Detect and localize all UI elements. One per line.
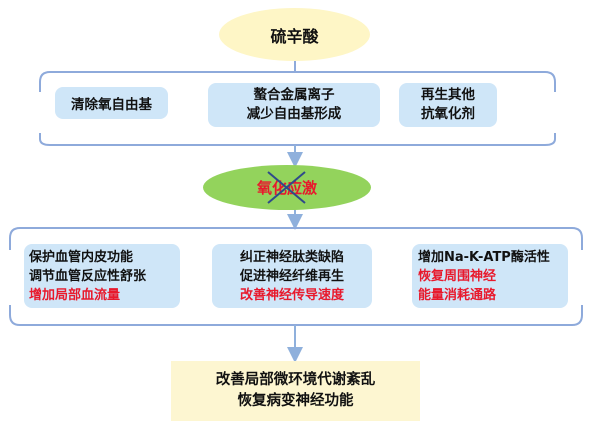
mechanism-box-1: 清除氧自由基 <box>55 87 168 119</box>
result-box: 改善局部微环境代谢紊乱 恢复病变神经功能 <box>171 361 420 421</box>
effect-box-2: 纠正神经肽类缺陷 促进神经纤维再生 改善神经传导速度 <box>212 244 372 308</box>
result-line-2: 恢复病变神经功能 <box>237 393 354 409</box>
effect-1-line-2: 调节血管反应性舒张 <box>29 268 147 284</box>
effect-1-highlight: 增加局部血流量 <box>29 287 121 303</box>
effect-box-1: 保护血管内皮功能 调节血管反应性舒张 增加局部血流量 <box>24 244 180 308</box>
lipoic-acid-node: 硫辛酸 <box>219 8 370 61</box>
mechanism-2-line-1: 螯合金属离子 <box>253 87 335 103</box>
effect-1-line-1: 保护血管内皮功能 <box>29 249 134 265</box>
effect-box-3: 增加Na-K-ATP酶活性 恢复周围神经 能量消耗通路 <box>412 244 568 308</box>
effect-2-highlight: 改善神经传导速度 <box>239 287 344 303</box>
effect-2-line-2: 促进神经纤维再生 <box>239 268 344 284</box>
mechanism-box-3: 再生其他 抗氧化剂 <box>399 83 497 127</box>
mechanism-2-line-2: 减少自由基形成 <box>246 106 342 122</box>
mechanism-1-line-1: 清除氧自由基 <box>71 97 152 113</box>
mechanism-box-2: 螯合金属离子 减少自由基形成 <box>208 83 380 127</box>
result-line-1: 改善局部微环境代谢紊乱 <box>215 372 376 388</box>
mechanism-3-line-1: 再生其他 <box>421 87 475 103</box>
effect-3-highlight-2: 能量消耗通路 <box>418 287 497 303</box>
effect-2-line-1: 纠正神经肽类缺陷 <box>239 249 344 265</box>
effect-3-highlight-1: 恢复周围神经 <box>418 268 497 284</box>
effect-3-line-1: 增加Na-K-ATP酶活性 <box>418 249 550 265</box>
lipoic-acid-label: 硫辛酸 <box>270 26 319 46</box>
mechanism-3-line-2: 抗氧化剂 <box>421 106 475 122</box>
